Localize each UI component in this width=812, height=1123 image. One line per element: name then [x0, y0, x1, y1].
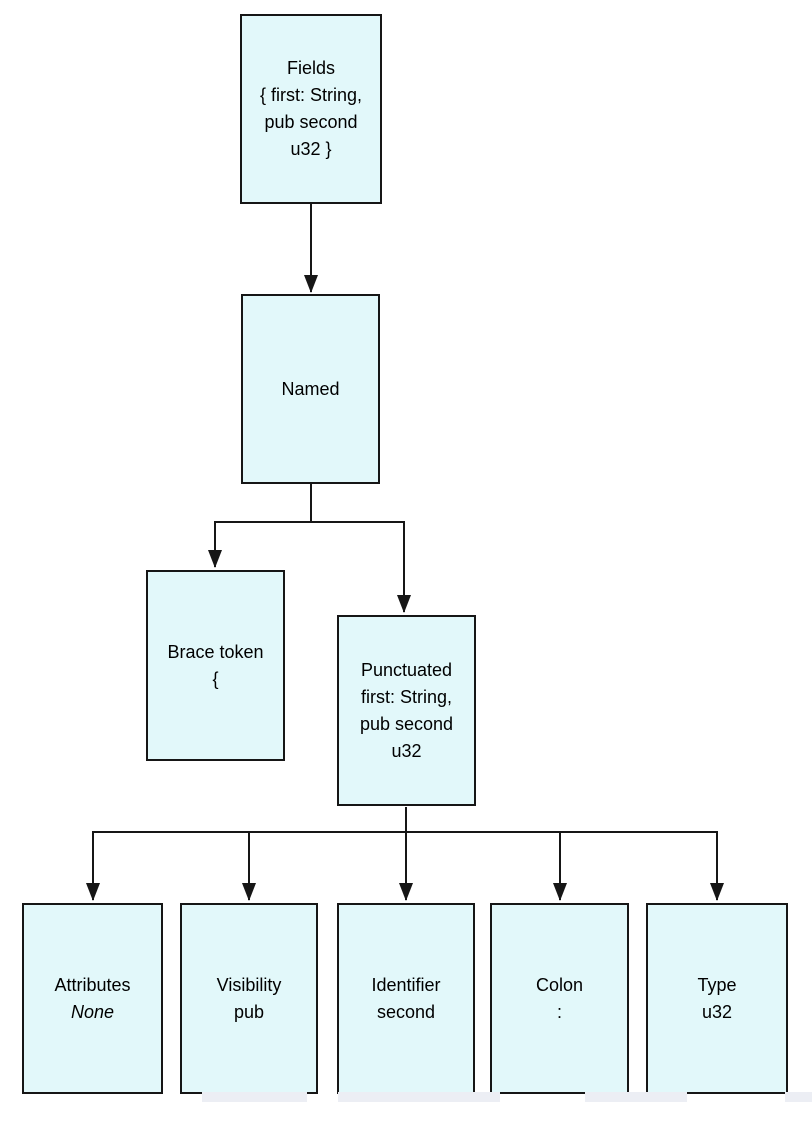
node-text-line: :	[556, 1001, 562, 1022]
node-text-line: pub second	[264, 112, 358, 132]
node-text-line: u32	[391, 740, 422, 761]
render-artifact-strip	[785, 1092, 812, 1102]
connector-named-branch	[215, 484, 404, 523]
node-text-line: Attributes	[54, 974, 131, 995]
node-text-line: u32 }	[290, 139, 332, 159]
node-type: Type u32	[646, 903, 788, 1094]
node-text-line: Visibility	[216, 974, 282, 995]
node-text-line: pub	[233, 1001, 265, 1022]
node-visibility: Visibility pub	[180, 903, 318, 1094]
node-text-line: {	[212, 668, 219, 689]
render-artifact-strip	[202, 1092, 307, 1102]
node-text-line: { first: String,	[259, 85, 363, 105]
node-text-line: Identifier	[371, 974, 441, 995]
node-identifier: Identifier second	[337, 903, 475, 1094]
node-attributes: Attributes None	[22, 903, 163, 1094]
connector-punctuated-branch	[93, 807, 717, 833]
node-fields: Fields { first: String, pub second u32 }	[240, 14, 382, 204]
node-text-line: Fields	[286, 58, 335, 78]
render-artifact-strip	[585, 1092, 687, 1102]
node-brace-token: Brace token {	[146, 570, 285, 761]
node-text-line: None	[70, 1001, 115, 1022]
node-text-line: u32	[701, 1001, 733, 1022]
node-text-line: Named	[281, 378, 340, 399]
node-text-line: second	[376, 1001, 436, 1022]
node-text-line: pub second	[359, 713, 454, 734]
node-colon: Colon :	[490, 903, 629, 1094]
node-punctuated: Punctuated first: String, pub second u32	[337, 615, 476, 806]
node-text-line: Punctuated	[360, 659, 453, 680]
node-text-line: Brace token	[167, 641, 264, 662]
render-artifact-strip	[338, 1092, 500, 1102]
node-named: Named	[241, 294, 380, 484]
node-text-line: first: String,	[360, 686, 453, 707]
node-text-line: Type	[697, 974, 737, 995]
node-text-line: Colon	[535, 974, 584, 995]
